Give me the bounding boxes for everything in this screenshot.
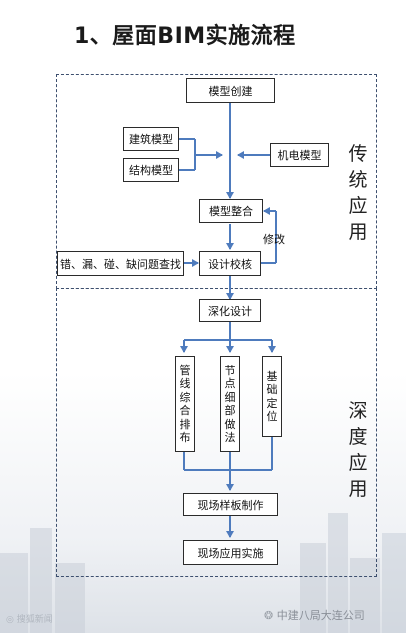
node-detail-char: 细 xyxy=(224,390,236,404)
sample-make-label: 现场样板制作 xyxy=(197,498,264,512)
model-create-label: 模型创建 xyxy=(208,84,253,98)
traditional-label-text: 传统应用 xyxy=(348,143,368,243)
skyline-background xyxy=(0,513,406,633)
pipe-layout-char: 合 xyxy=(179,404,191,417)
watermark-left: ◎ 搜狐新闻 xyxy=(6,612,53,625)
detail-design-label: 深化设计 xyxy=(208,304,252,318)
base-position-char: 础 xyxy=(266,383,278,396)
model-create-node: 模型创建 xyxy=(186,78,275,103)
site-apply-label: 现场应用实施 xyxy=(197,546,264,560)
pipe-layout-char: 排 xyxy=(179,417,191,431)
node-detail-char: 法 xyxy=(224,431,236,444)
node-detail-node: 节 点 细 部 做 法 xyxy=(220,356,240,452)
base-position-char: 定 xyxy=(266,396,278,410)
traditional-section-label: 传统应用 xyxy=(347,141,369,245)
arch-model-label: 建筑模型 xyxy=(129,133,173,146)
pipe-layout-char: 管 xyxy=(179,363,191,377)
modify-label: 修改 xyxy=(263,233,285,246)
wechat-icon: ❂ xyxy=(264,609,277,622)
detail-design-node: 深化设计 xyxy=(199,299,261,322)
page-title: 1、屋面BIM实施流程 xyxy=(74,24,296,49)
watermark-right: ❂ 中建八局大连公司 xyxy=(264,607,365,623)
node-detail-char: 点 xyxy=(224,377,236,390)
sohu-icon: ◎ xyxy=(6,615,17,625)
model-integrate-label: 模型整合 xyxy=(209,205,253,218)
model-integrate-node: 模型整合 xyxy=(199,199,263,223)
pipe-layout-node: 管 线 综 合 排 布 xyxy=(175,356,195,452)
base-position-char: 位 xyxy=(266,410,278,423)
arch-model-node: 建筑模型 xyxy=(123,127,179,151)
node-detail-char: 做 xyxy=(224,417,236,431)
issues-check-node: 错、漏、碰、缺问题查找 xyxy=(57,251,184,276)
base-position-node: 基 础 定 位 xyxy=(262,356,282,437)
watermark-left-text: 搜狐新闻 xyxy=(16,615,53,625)
deep-label-text: 深度应用 xyxy=(348,400,368,500)
pipe-layout-char: 布 xyxy=(179,431,191,444)
pipe-layout-char: 线 xyxy=(179,377,191,390)
pipe-layout-char: 综 xyxy=(179,390,191,404)
watermark-right-text: 中建八局大连公司 xyxy=(276,609,365,622)
base-position-char: 基 xyxy=(266,369,278,383)
design-check-label: 设计校核 xyxy=(208,257,252,271)
mep-model-node: 机电模型 xyxy=(270,143,329,167)
node-detail-char: 节 xyxy=(224,363,236,377)
design-check-node: 设计校核 xyxy=(199,251,261,276)
sample-make-node: 现场样板制作 xyxy=(183,493,278,516)
deep-section-frame xyxy=(56,288,377,577)
struct-model-label: 结构模型 xyxy=(129,164,173,177)
struct-model-node: 结构模型 xyxy=(123,158,179,182)
site-apply-node: 现场应用实施 xyxy=(183,540,278,565)
deep-section-label: 深度应用 xyxy=(347,398,369,502)
issues-check-label: 错、漏、碰、缺问题查找 xyxy=(60,257,181,271)
mep-model-label: 机电模型 xyxy=(277,149,322,162)
node-detail-char: 部 xyxy=(224,404,236,417)
